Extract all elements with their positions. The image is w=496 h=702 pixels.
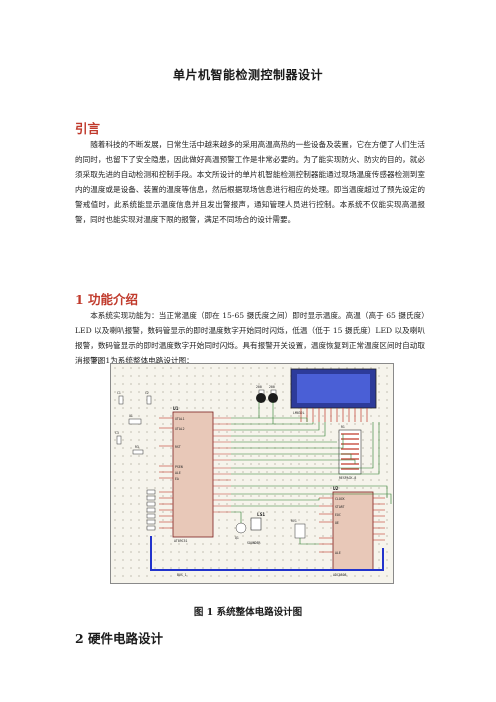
resistor-pack <box>338 429 362 475</box>
adc-eoc-label: EOC <box>335 513 341 517</box>
respack-label: RESPACK-8 <box>339 476 356 480</box>
adc-ale-label: ALE <box>335 551 341 555</box>
led-1 <box>256 393 266 403</box>
xtal2-label: XTAL2 <box>175 427 185 431</box>
figure-caption: 图 1 系统整体电路设计图 <box>193 607 303 618</box>
q1-label: Q1 <box>235 536 239 540</box>
ls1-label: LS1 <box>257 512 265 518</box>
section-heading-intro: 引言 <box>75 121 101 136</box>
x1-label: X1 <box>129 414 133 418</box>
adc-clock-label: CLOCK <box>335 497 345 501</box>
resistor-a-label: 200 <box>256 385 262 389</box>
section-heading-hardware: 2 硬件电路设计 <box>75 631 164 646</box>
lcd-part-label: LM032L <box>293 411 305 415</box>
sounder-label: SOUNDER <box>247 541 261 545</box>
psen-label: PSEN <box>175 465 183 469</box>
ea-label: EA <box>175 477 179 481</box>
section-heading-function: 1 功能介绍 <box>75 292 139 307</box>
c2-label: C2 <box>145 391 149 395</box>
u1-label: U1 <box>173 406 179 412</box>
u2-label: U2 <box>333 486 339 492</box>
r3-label: R3 <box>135 445 139 449</box>
c1-label: C1 <box>117 391 121 395</box>
rst-label: RST <box>175 445 181 449</box>
led-2 <box>268 393 278 403</box>
circuit-diagram: LM032L 200 200 C1 C2 X1 C3 R3 U1 AT89C5 <box>110 363 394 584</box>
adc-start-label: START <box>335 505 345 509</box>
xtal1-label: XTAL1 <box>175 417 185 421</box>
adc-oe-label: OE <box>335 521 339 525</box>
page-title: 单片机智能检测控制器设计 <box>172 68 323 82</box>
ale-label: ALE <box>175 471 181 475</box>
c3-label: C3 <box>115 431 119 435</box>
figure-intro-paragraph: 下图1为系统整体电路设计图： <box>90 356 194 365</box>
function-paragraph: 本系统实现功能为：当正常温度（即在 15-65 摄氏度之间）即时显示温度。高温（… <box>75 311 425 365</box>
bus-label: BUS_1 <box>177 573 187 577</box>
r1-label: R1 <box>341 425 345 429</box>
intro-paragraph: 随着科技的不断发展，日常生活中越来越多的采用高温高热的一些设备及装置，它在方便了… <box>75 140 425 224</box>
circuit-svg: LM032L 200 200 C1 C2 X1 C3 R3 U1 AT89C5 <box>115 368 392 577</box>
adc-part-label: ADC0808 <box>333 573 347 577</box>
lcd-screen <box>297 374 370 403</box>
adc-chip <box>332 491 374 571</box>
rv1-label: RV1 <box>291 519 297 523</box>
data-bus <box>150 536 384 571</box>
mcu-part-label: AT89C51 <box>174 539 188 543</box>
resistor-b-label: 200 <box>269 385 275 389</box>
mcu-chip <box>172 411 214 538</box>
